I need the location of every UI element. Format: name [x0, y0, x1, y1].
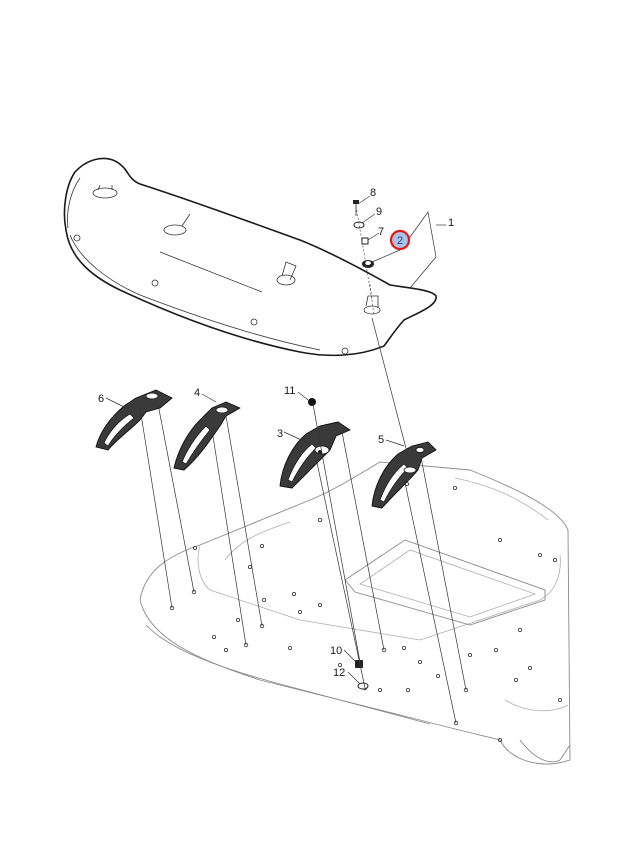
callout-12: 12: [333, 667, 345, 679]
bracket-3: [279, 421, 351, 489]
callout-8: 8: [370, 187, 376, 199]
bracket-5: [371, 441, 437, 509]
callout-10: 10: [330, 645, 342, 657]
callout-9: 9: [376, 206, 382, 218]
bracket-4: [173, 401, 241, 471]
callout-5: 5: [378, 434, 384, 446]
fastener-stack: [353, 200, 375, 317]
drop-lines: [139, 317, 467, 724]
callout-4: 4: [194, 387, 200, 399]
roof-panel: [139, 461, 571, 765]
spoiler-assembly: [63, 157, 437, 357]
callout-3: 3: [277, 428, 283, 440]
highlight-item-2[interactable]: 2: [389, 229, 411, 251]
callout-7: 7: [378, 226, 384, 238]
bracket-6: [95, 389, 173, 451]
leader-1: [404, 211, 446, 289]
callout-1: 1: [448, 217, 454, 229]
callout-2: 2: [397, 235, 403, 247]
callout-6: 6: [98, 393, 104, 405]
callout-11: 11: [284, 385, 295, 397]
nut-11: [297, 391, 316, 406]
fastener-10-12: [343, 649, 369, 690]
